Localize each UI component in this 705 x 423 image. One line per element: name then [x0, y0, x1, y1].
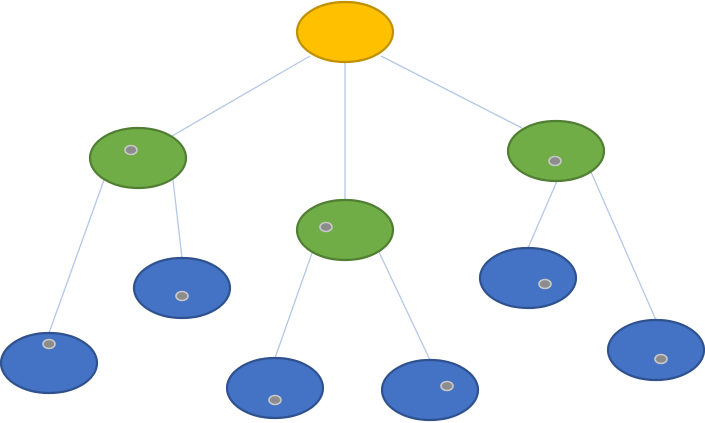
- node-leaf-right-2: [606, 318, 705, 382]
- leaf-right-2-ellipse: [606, 318, 705, 382]
- leaf-middle-2-ellipse: [380, 358, 480, 422]
- node-leaf-middle-2: [380, 358, 480, 422]
- node-leaf-left-1: [0, 331, 99, 395]
- branch-middle-dot-icon: [319, 221, 333, 233]
- edge-branch-left-to-leaf-left-1: [48, 179, 105, 334]
- leaf-middle-2-dot-icon: [440, 380, 454, 392]
- leaf-middle-1-ellipse: [225, 356, 325, 420]
- branch-right-dot-icon: [548, 155, 562, 167]
- node-branch-right: [506, 119, 606, 183]
- branch-left-dot-icon: [124, 144, 138, 156]
- node-root: [295, 0, 395, 64]
- leaf-left-1-dot-icon: [42, 338, 56, 350]
- leaf-right-1-dot-icon: [538, 278, 552, 290]
- node-branch-left: [88, 126, 188, 190]
- edge-branch-right-to-leaf-right-1: [527, 180, 558, 249]
- edge-root-to-branch-right: [380, 55, 523, 129]
- edge-branch-middle-to-leaf-middle-1: [274, 252, 313, 359]
- edge-branch-left-to-leaf-left-2: [172, 179, 183, 259]
- leaf-middle-1-dot-icon: [268, 394, 282, 406]
- leaf-right-2-dot-icon: [654, 353, 668, 365]
- root-ellipse: [295, 0, 395, 64]
- branch-left-ellipse: [88, 126, 188, 190]
- leaf-left-2-ellipse: [132, 256, 232, 320]
- node-leaf-left-2: [132, 256, 232, 320]
- node-leaf-middle-1: [225, 356, 325, 420]
- leaf-left-1-ellipse: [0, 331, 99, 395]
- node-leaf-right-1: [478, 246, 578, 310]
- edge-root-to-branch-left: [171, 55, 311, 137]
- leaf-left-2-dot-icon: [175, 290, 189, 302]
- branch-middle-ellipse: [295, 198, 395, 262]
- edge-branch-middle-to-leaf-middle-2: [378, 251, 431, 361]
- edge-branch-right-to-leaf-right-2: [590, 171, 657, 321]
- node-branch-middle: [295, 198, 395, 262]
- leaf-right-1-ellipse: [478, 246, 578, 310]
- edges-layer: [48, 55, 657, 361]
- branch-right-ellipse: [506, 119, 606, 183]
